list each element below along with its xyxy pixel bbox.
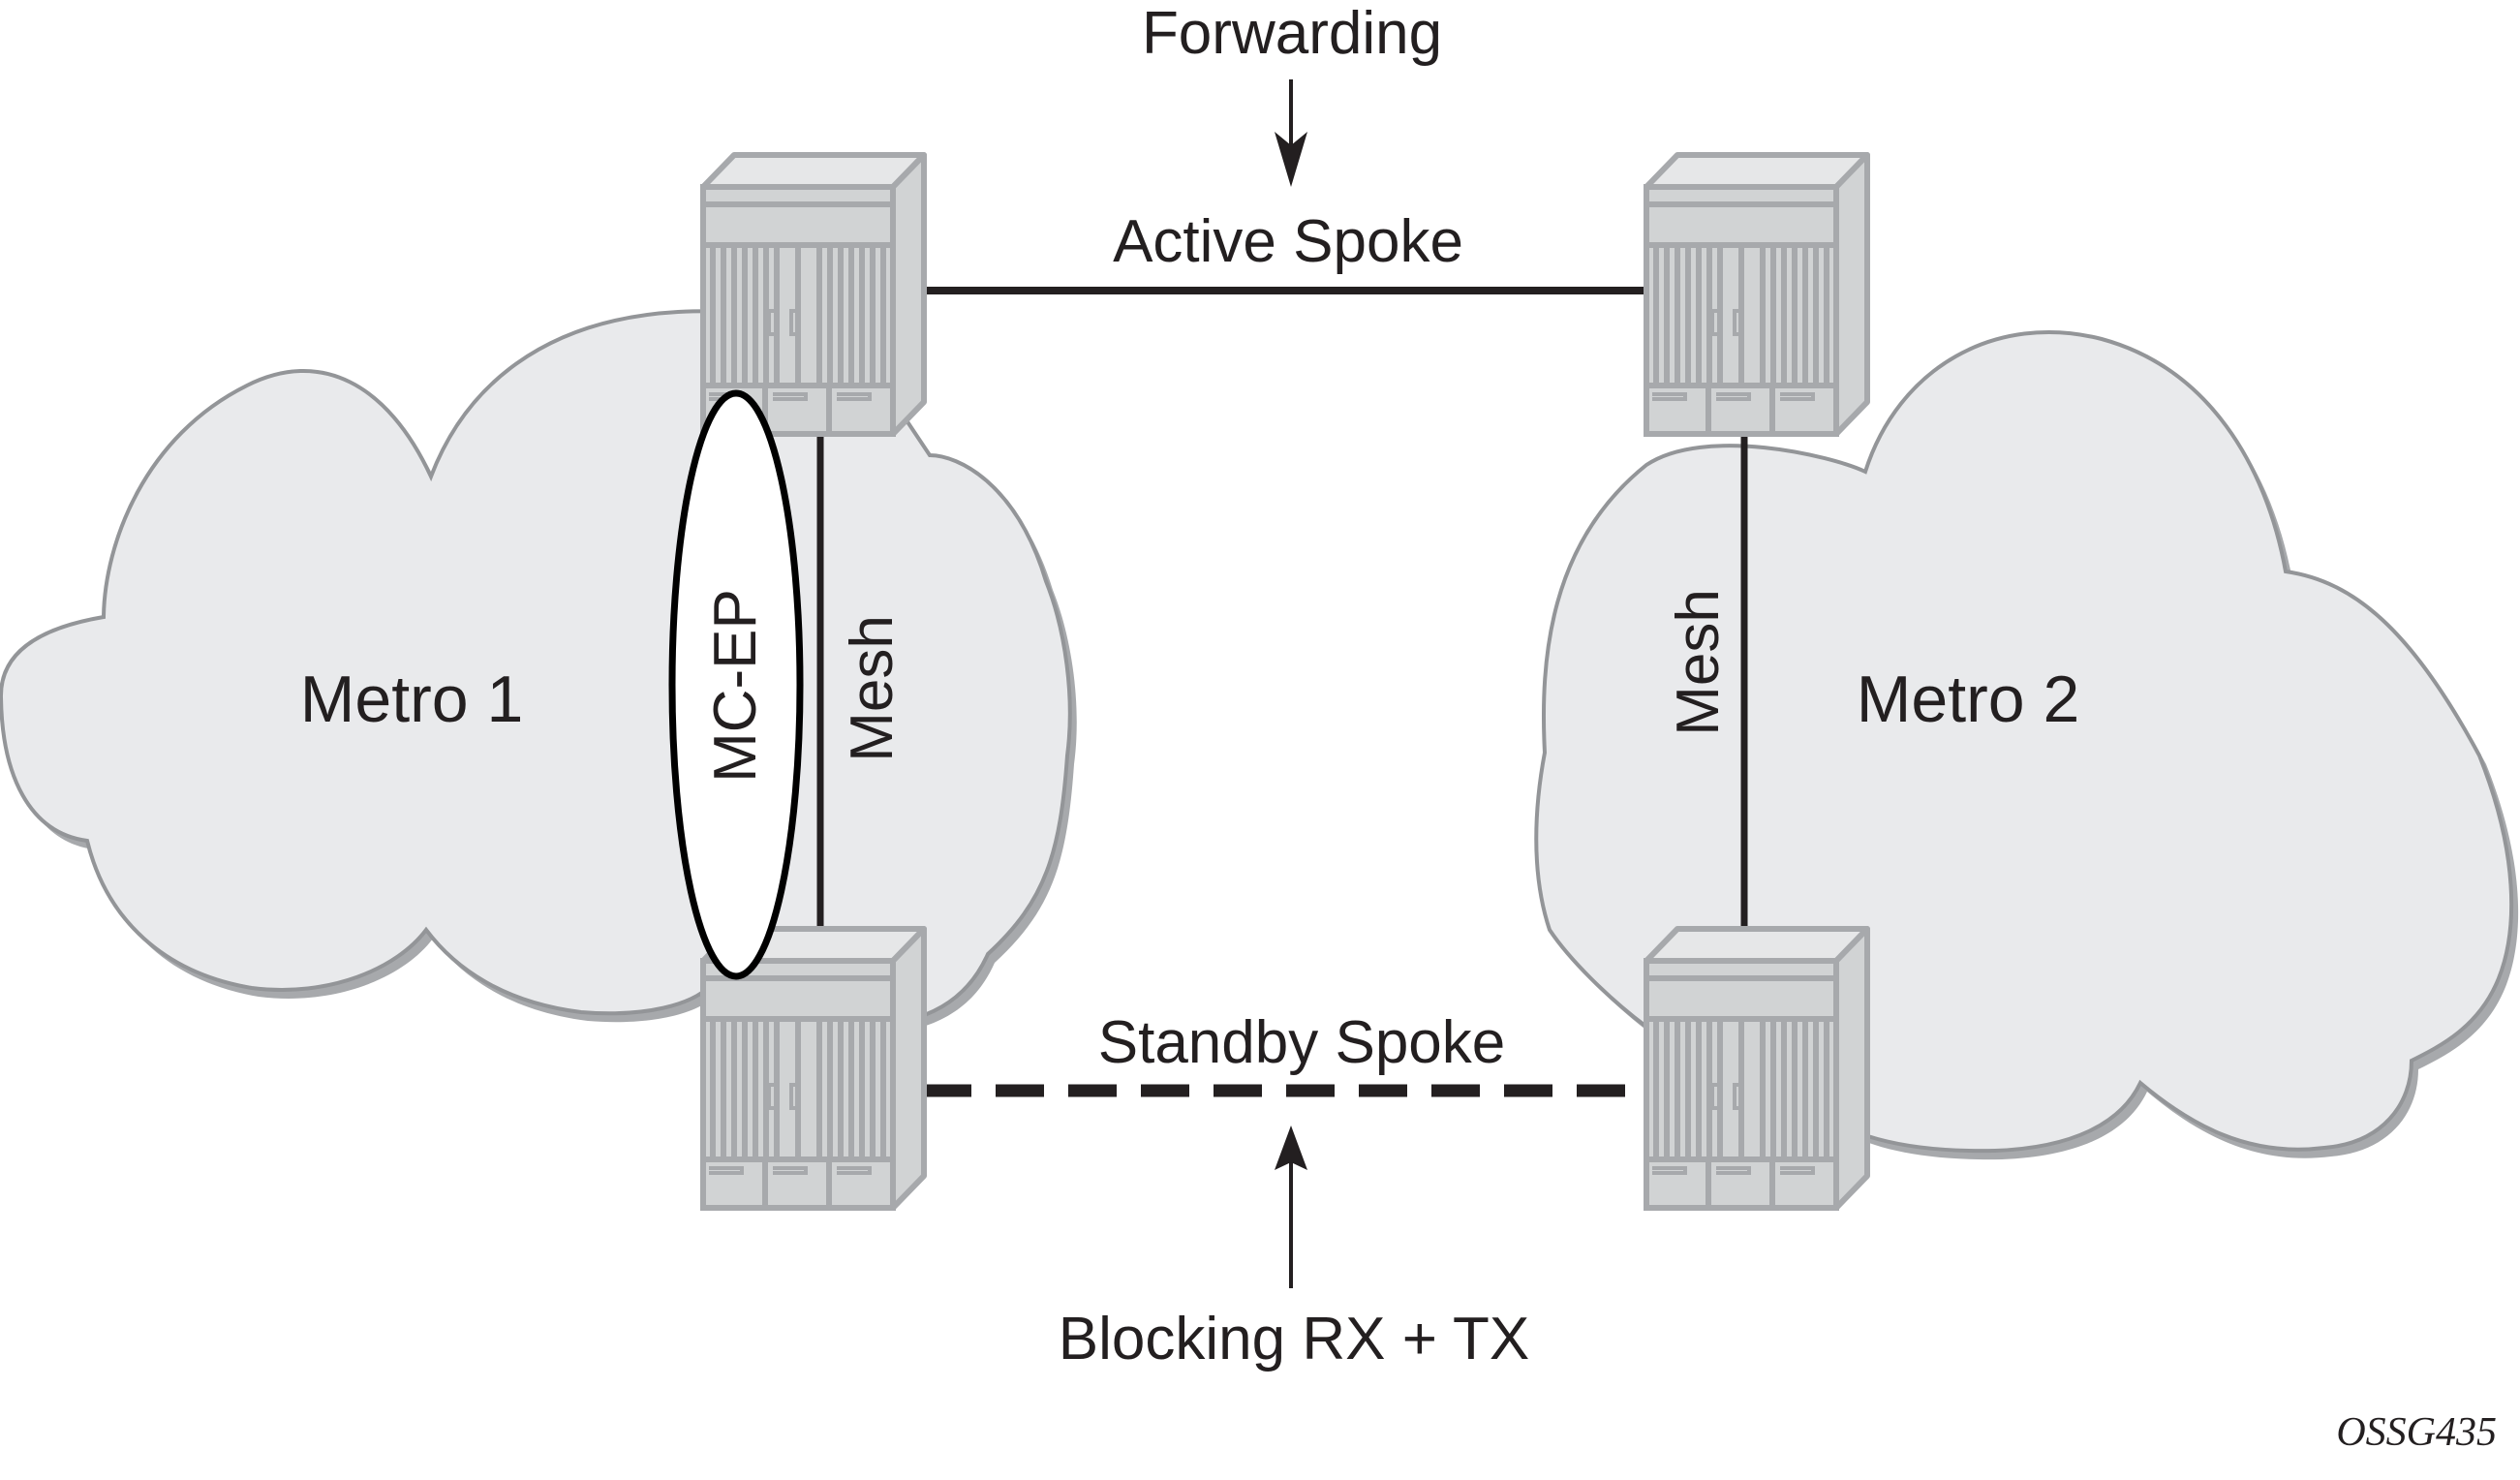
metro-2-label: Metro 2 — [1857, 663, 2080, 736]
mesh-left-label: Mesh — [839, 615, 906, 762]
forwarding-annotation: Forwarding — [1142, 0, 1442, 67]
figure-id: OSSG435 — [2336, 1410, 2497, 1455]
cloud-metro-1 — [0, 309, 1077, 1036]
mc-ep-label: MC-EP — [702, 589, 769, 783]
router-metro2-top[interactable] — [1646, 155, 1867, 434]
blocking-arrow-icon — [1275, 1125, 1307, 1288]
router-metro2-bottom[interactable] — [1646, 929, 1867, 1208]
router-chassis-icon — [1646, 155, 1867, 434]
active-spoke-label: Active Spoke — [1113, 208, 1463, 275]
mesh-right-label: Mesh — [1665, 589, 1732, 736]
standby-spoke-label: Standby Spoke — [1098, 1009, 1506, 1076]
metro-1-label: Metro 1 — [300, 663, 524, 736]
blocking-annotation: Blocking RX + TX — [1059, 1306, 1529, 1372]
router-chassis-icon — [1646, 929, 1867, 1208]
forwarding-arrow-icon — [1275, 79, 1307, 187]
mc-ep-group-outline[interactable] — [668, 389, 804, 980]
